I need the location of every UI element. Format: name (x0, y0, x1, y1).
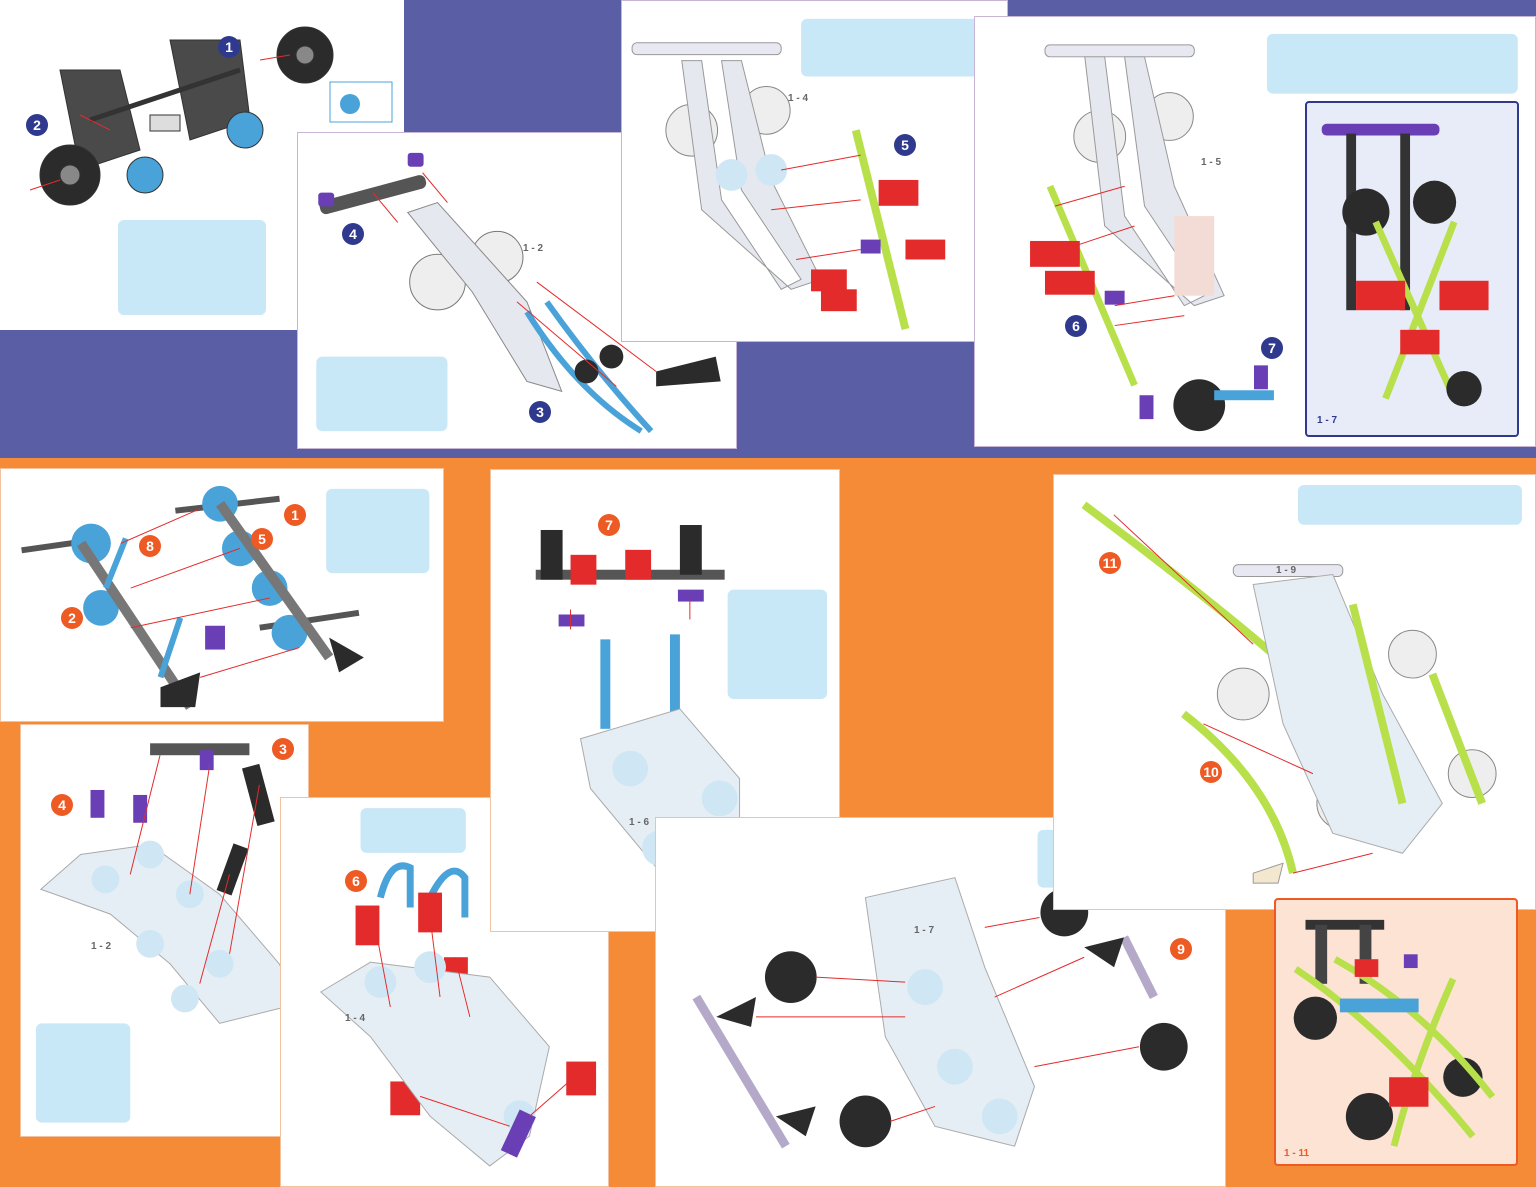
bottom-range-1-6: 1 - 6 (629, 817, 650, 828)
step-5-badge: 5 (894, 134, 916, 156)
final-model-preview: 1 - 11 (1274, 898, 1518, 1166)
bottom-step-11-badge: 11 (1099, 552, 1121, 574)
step-4-badge: 4 (342, 223, 364, 245)
range-1-4: 1 - 4 (788, 93, 809, 104)
final-model-illustration (1293, 919, 1496, 1147)
step-5-illustration (631, 18, 995, 331)
step-2-badge: 2 (26, 114, 48, 136)
bottom-step-8-badge: 8 (139, 535, 161, 557)
step-6-badge: 6 (1065, 315, 1087, 337)
bottom-steps-10-11-illustration (1081, 484, 1522, 884)
bottom-steps-5-6-illustration (319, 808, 597, 1167)
bottom-step-4-badge: 4 (51, 794, 73, 816)
bottom-step-7-badge: 7 (598, 514, 620, 536)
top-panel-steps-6-7: 1 - 7 6 7 1 - 5 (974, 16, 1536, 447)
steps-1-7-model (1321, 123, 1489, 407)
bottom-panel-steps-1-2: 1 2 (0, 468, 444, 722)
bottom-step-2-badge: 2 (61, 607, 83, 629)
steps-3-4-illustration (316, 152, 721, 434)
bottom-panel-steps-3-4: 3 4 1 - 2 (20, 724, 309, 1137)
step-1-badge: 1 (218, 36, 240, 58)
range-1-2: 1 - 2 (523, 243, 544, 254)
top-panel-step-5: 5 1 - 4 (621, 0, 1008, 342)
steps-1-7-preview: 1 - 7 (1305, 101, 1519, 437)
bottom-step-3-badge: 3 (272, 738, 294, 760)
final-range-1-11: 1 - 11 (1284, 1148, 1310, 1159)
range-1-7: 1 - 7 (1317, 415, 1338, 426)
steps-1-2-illustration (29, 26, 393, 315)
bottom-step-5-badge: 5 (251, 528, 273, 550)
steps-6-7-illustration (1030, 33, 1518, 432)
bottom-range-1-9: 1 - 9 (1276, 565, 1297, 576)
bottom-step-6-badge: 6 (345, 870, 367, 892)
bottom-range-1-7: 1 - 7 (914, 925, 935, 936)
bottom-step-1-badge: 1 (284, 504, 306, 526)
range-1-5: 1 - 5 (1201, 157, 1222, 168)
bottom-steps-3-4-illustration (35, 743, 300, 1123)
bottom-panel-steps-10-11: 10 11 1 - 9 (1053, 474, 1536, 910)
bottom-step-9-badge: 9 (1170, 938, 1192, 960)
step-7-badge: 7 (1261, 337, 1283, 359)
bottom-steps-1-2-illustration (21, 485, 430, 710)
bottom-range-1-2: 1 - 2 (91, 941, 112, 952)
bottom-step-10-badge: 10 (1200, 761, 1222, 783)
bottom-range-1-4: 1 - 4 (345, 1013, 366, 1024)
step-3-badge: 3 (529, 401, 551, 423)
